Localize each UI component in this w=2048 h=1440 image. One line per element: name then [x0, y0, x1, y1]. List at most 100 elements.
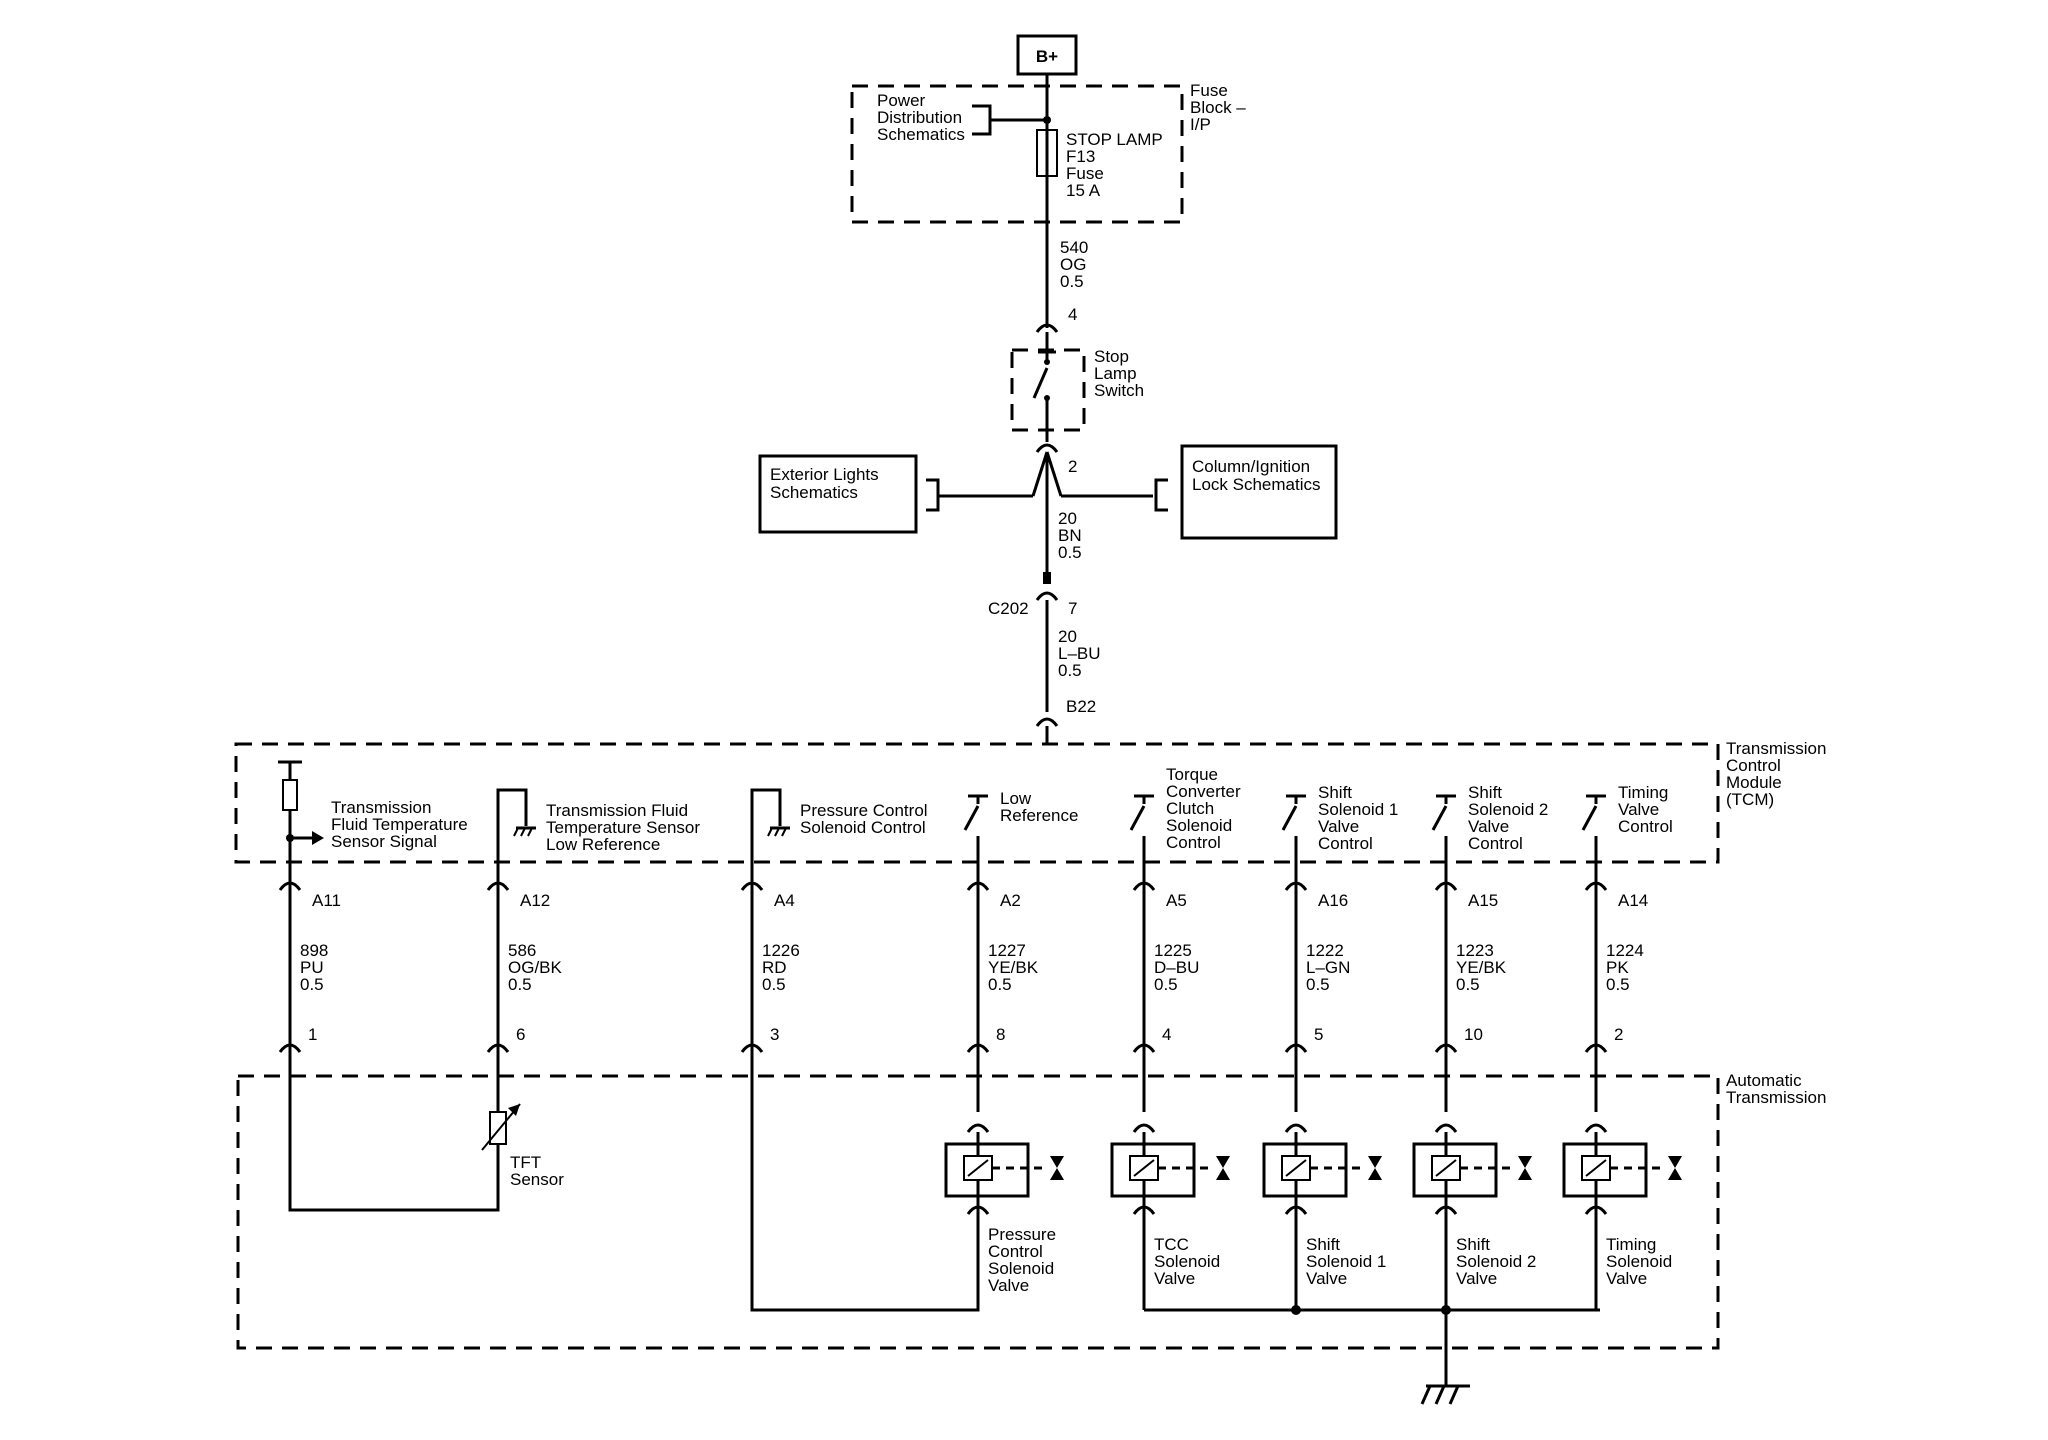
tcm-pin-connector	[1284, 881, 1308, 891]
splice-branch	[938, 451, 1153, 580]
trans-pin-label: 1	[308, 1025, 317, 1044]
stop-lamp-switch	[1032, 332, 1056, 442]
connector-c202	[1035, 591, 1059, 601]
driver-switch	[963, 794, 988, 862]
tft-signal-circuit	[278, 760, 324, 862]
solenoid-connector-top	[966, 1123, 990, 1133]
tcm-pin-label: A11	[312, 891, 341, 910]
driver-switch	[1129, 794, 1154, 862]
low-reference-ground	[750, 788, 790, 862]
solenoid-connector-top	[1434, 1123, 1458, 1133]
b22-label: B22	[1066, 697, 1096, 716]
trans-pin-connector	[278, 1043, 302, 1053]
tcm-pin-label: A2	[1000, 891, 1021, 910]
driver-switch	[1581, 794, 1606, 862]
solenoid-connector-bottom	[1132, 1205, 1156, 1215]
trans-pin-label: 4	[1162, 1025, 1171, 1044]
trans-pin-label: 10	[1464, 1025, 1483, 1044]
tcm-pin-label: A5	[1166, 891, 1187, 910]
tcm-pin-connector	[1132, 881, 1156, 891]
pin-7-label: 7	[1068, 599, 1077, 618]
tcm-pin-label: A15	[1468, 891, 1498, 910]
battery-terminal: B+	[1016, 34, 1078, 76]
tcm-pin-connector	[740, 881, 764, 891]
solenoid-connector-bottom	[1584, 1205, 1608, 1215]
tcm-pin-connector	[1434, 881, 1458, 891]
fuse-block-outline	[850, 84, 1184, 224]
connector-b22	[1035, 717, 1059, 727]
connector-pin-4	[1035, 323, 1059, 333]
tcm-pin-connector	[278, 881, 302, 891]
pin-2-label: 2	[1068, 457, 1077, 476]
trans-pin-label: 5	[1314, 1025, 1323, 1044]
trans-pin-connector	[1434, 1043, 1458, 1053]
trans-pin-label: 2	[1614, 1025, 1623, 1044]
trans-pin-connector	[966, 1043, 990, 1053]
tcm-pin-label: A16	[1318, 891, 1348, 910]
driver-switch	[1281, 794, 1306, 862]
connector-pin-2	[1035, 443, 1059, 453]
column-ignition-box	[1180, 444, 1338, 540]
solenoid-connector-bottom	[1434, 1205, 1458, 1215]
tcm-pin-connector	[1584, 881, 1608, 891]
exterior-lights-box	[758, 454, 918, 534]
pin-4-label: 4	[1068, 305, 1077, 324]
driver-switch	[1431, 794, 1456, 862]
tft-sensor	[481, 1103, 521, 1151]
solenoid-connector-bottom	[1284, 1205, 1308, 1215]
trans-pin-connector	[1284, 1043, 1308, 1053]
solenoid-connector-top	[1132, 1123, 1156, 1133]
trans-pin-connector	[740, 1043, 764, 1053]
tcm-pin-label: A14	[1618, 891, 1648, 910]
ground-symbol	[1420, 1384, 1470, 1405]
tcm-pin-connector	[966, 881, 990, 891]
trans-pin-label: 3	[770, 1025, 779, 1044]
tcm-pin-connector	[486, 881, 510, 891]
tcm-pin-label: A4	[774, 891, 795, 910]
battery-label: B+	[1036, 47, 1058, 66]
solenoid-connector-top	[1284, 1123, 1308, 1133]
